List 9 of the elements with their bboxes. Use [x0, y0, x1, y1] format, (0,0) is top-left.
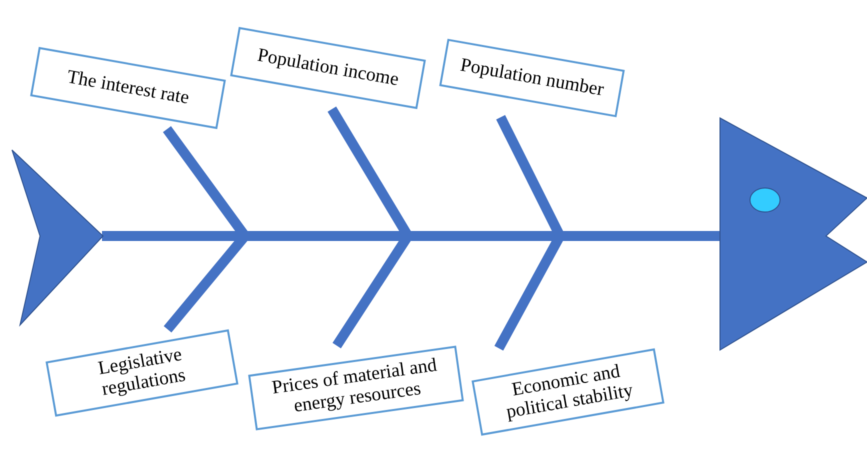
fish-head-triangle	[720, 117, 867, 351]
cause-label: Legislative regulations	[96, 343, 188, 402]
cause-label: Population income	[256, 45, 400, 91]
cause-label: Economic and political stability	[504, 360, 636, 425]
fish-tail-triangle	[12, 150, 104, 327]
cause-label: Population number	[458, 55, 606, 101]
spine-line	[102, 231, 721, 241]
cause-label: Prices of material and energy resources	[270, 354, 440, 419]
cause-label: The interest rate	[65, 67, 191, 109]
